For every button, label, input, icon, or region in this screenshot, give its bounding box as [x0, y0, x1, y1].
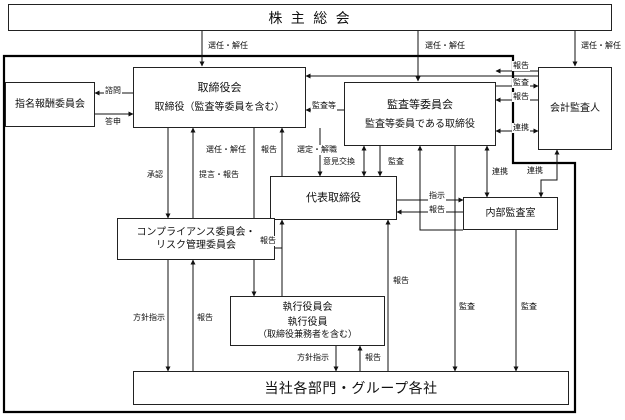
label-auditor-cooperation: 連携	[512, 123, 530, 133]
label-compliance-report: 報告	[259, 236, 277, 246]
shareholders-meeting-label: 株 主 総 会	[268, 10, 352, 27]
label-appoint-board: 選任・解任	[207, 41, 249, 51]
label-auditor-report-1: 報告	[512, 61, 530, 71]
label-audit-rep: 監査	[387, 157, 405, 167]
label-internal-report: 報告	[428, 205, 446, 215]
audit-committee-box: 監査等委員会 監査等委員である取締役	[344, 82, 496, 146]
compliance-committee-box: コンプライアンス委員会・ リスク管理委員会	[117, 218, 275, 260]
label-proposal-report: 提言・報告	[198, 170, 240, 180]
board-subtitle: 取締役（監査等委員を含む）	[154, 102, 285, 113]
label-report-rep: 報告	[392, 276, 410, 286]
compliance-line2: リスク管理委員会	[156, 240, 236, 251]
label-select-dismiss: 選定・解職	[296, 145, 338, 155]
label-cooperation-internal: 連携	[491, 167, 509, 177]
nomination-committee-label: 指名報酬委員会	[15, 99, 85, 110]
shareholders-meeting-box: 株 主 総 会	[8, 4, 612, 31]
accounting-auditor-label: 会計監査人	[550, 103, 600, 114]
departments-box: 当社各部門・グループ各社	[133, 371, 569, 405]
label-appoint-audit: 選任・解任	[424, 41, 466, 51]
label-appoint-exec: 選任・解任	[205, 145, 247, 155]
executive-officers-note: （取締役兼務者を含む）	[257, 330, 357, 340]
label-reply: 答申	[104, 117, 122, 127]
company-boundary	[2, 54, 577, 414]
label-audit-etc: 監査等	[311, 101, 337, 111]
board-title: 取締役会	[197, 81, 242, 94]
label-auditor-audit: 監査	[512, 78, 530, 88]
label-rep-report: 報告	[260, 145, 278, 155]
label-policy-instruction-exec: 方針指示	[296, 353, 330, 363]
label-policy-instruction-left: 方針指示	[132, 313, 166, 323]
label-instruction: 指示	[428, 191, 446, 201]
label-approval: 承認	[146, 170, 164, 180]
representative-director-box: 代表取締役	[270, 176, 397, 220]
executive-committee-title: 執行役員会	[282, 302, 333, 313]
audit-committee-subtitle: 監査等委員である取締役	[365, 118, 475, 130]
label-auditor-report-2: 報告	[512, 92, 530, 102]
compliance-line1: コンプライアンス委員会・	[136, 227, 256, 238]
audit-committee-title: 監査等委員会	[387, 97, 453, 111]
internal-audit-label: 内部監査室	[485, 208, 536, 219]
nomination-committee-box: 指名報酬委員会	[5, 82, 95, 127]
label-audit-internal-departments: 監査	[520, 302, 538, 312]
label-report-exec: 報告	[364, 353, 382, 363]
executive-officers-label: 執行役員	[287, 317, 328, 328]
departments-label: 当社各部門・グループ各社	[264, 381, 438, 397]
board-of-directors-box: 取締役会 取締役（監査等委員を含む）	[133, 67, 306, 128]
accounting-auditor-box: 会計監査人	[538, 67, 612, 150]
label-cooperation-auditor: 連携	[526, 166, 544, 176]
label-audit-departments: 監査	[458, 302, 476, 312]
label-exchange-opinions: 意見交換	[322, 157, 356, 167]
internal-audit-box: 内部監査室	[463, 197, 558, 230]
label-consult: 諮問	[104, 86, 122, 96]
label-report-left: 報告	[196, 313, 214, 323]
executive-officers-box: 執行役員会 執行役員 （取締役兼務者を含む）	[230, 296, 385, 346]
representative-director-label: 代表取締役	[306, 191, 361, 204]
label-appoint-auditor: 選任・解任	[580, 41, 622, 51]
